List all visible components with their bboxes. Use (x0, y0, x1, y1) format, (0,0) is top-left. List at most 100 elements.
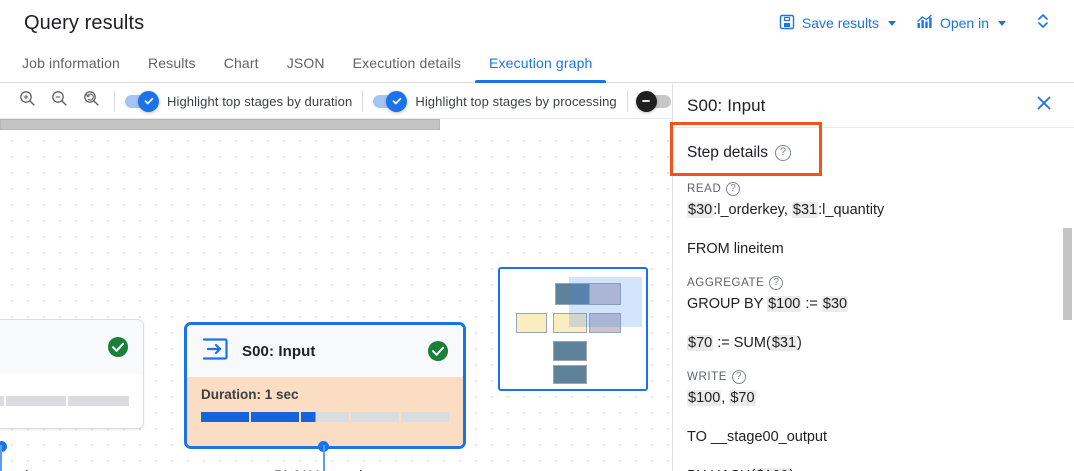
progress-segment (401, 412, 449, 422)
toggle-knob (386, 90, 408, 112)
expand-collapse-button[interactable] (1026, 6, 1060, 40)
section-kind-aggregate: AGGREGATE ? (687, 276, 1058, 291)
variable-chip: $70 (687, 335, 714, 352)
open-in-button[interactable]: Open in (906, 8, 1016, 39)
toggle-switch-duration[interactable] (125, 90, 159, 112)
variable-chip: $100 (755, 468, 790, 471)
zoom-reset-icon (83, 90, 100, 112)
open-in-label: Open in (939, 15, 989, 31)
minimap-node (553, 313, 587, 333)
toggle-highlight-processing[interactable]: Highlight top stages by processing (373, 90, 617, 112)
zoom-controls (0, 88, 104, 114)
toggle-label-processing: Highlight top stages by processing (415, 93, 617, 109)
toolbar-divider (626, 90, 628, 112)
toolbar-divider (362, 90, 364, 112)
step-details-heading: Step details ? (687, 144, 1058, 162)
variable-chip: $100 (687, 390, 722, 407)
edge-label: records (0, 468, 35, 471)
tab-job-information[interactable]: Job information (22, 55, 120, 71)
detail-line: BY HASH($100) (687, 466, 1058, 471)
zoom-in-icon (19, 90, 36, 112)
variable-chip: $30 (687, 202, 714, 218)
step-details-label: Step details (687, 144, 768, 161)
progress-bar (0, 396, 130, 406)
toggle-highlight-duration[interactable]: Highlight top stages by duration (125, 90, 353, 112)
zoom-out-icon (51, 90, 68, 112)
section-kind-write: WRITE ? (687, 370, 1058, 385)
close-button[interactable] (1030, 92, 1058, 120)
edge-line (323, 445, 325, 471)
section-kind-read: READ ? (687, 182, 1058, 196)
tab-chart[interactable]: Chart (223, 55, 259, 71)
horizontal-scrollbar-thumb[interactable] (0, 119, 440, 130)
node-body (0, 374, 143, 428)
node-header (0, 320, 143, 374)
save-icon (779, 14, 795, 33)
graph-node-s00-input[interactable]: S00: Input Duration: 1 sec (184, 322, 466, 449)
toggle-third-option[interactable] (635, 90, 671, 112)
tab-execution-graph[interactable]: Execution graph (475, 55, 607, 83)
node-title: S00: Input (242, 342, 316, 360)
close-icon (1036, 95, 1052, 116)
progress-segment (251, 412, 299, 422)
section-kind-label: WRITE (687, 371, 728, 384)
variable-chip: $31 (770, 335, 798, 352)
variable-chip: $100 (767, 296, 802, 313)
success-check-icon (427, 340, 449, 362)
toggle-knob (635, 90, 657, 112)
edge-label-records: 59.01M records (274, 468, 369, 471)
panel-header: S00: Input (673, 84, 1074, 128)
section-kind-label: READ (687, 183, 722, 195)
horizontal-scrollbar[interactable] (0, 119, 672, 130)
tab-results[interactable]: Results (147, 55, 196, 71)
input-arrow-icon (201, 335, 229, 368)
page-title: Query results (24, 11, 145, 34)
success-check-icon (107, 336, 129, 358)
help-icon[interactable]: ? (775, 145, 791, 161)
toggle-switch-processing[interactable] (373, 90, 408, 112)
progress-segment (0, 396, 4, 406)
minimap-node (589, 283, 621, 305)
panel-body: Step details ? READ ? $30:l_orderkey, $3… (673, 128, 1074, 471)
chevron-down-icon (998, 20, 1006, 26)
toggle-label-duration: Highlight top stages by duration (167, 93, 353, 109)
detail-line: FROM lineitem (687, 241, 784, 258)
progress-segment (5, 396, 67, 406)
tab-execution-details[interactable]: Execution details (352, 55, 462, 71)
minimap-node (553, 341, 587, 361)
tab-bar: Job information Results Chart JSON Execu… (0, 46, 1074, 83)
help-icon[interactable]: ? (769, 276, 784, 291)
toolbar-divider (114, 90, 115, 112)
section-kind-label: AGGREGATE (687, 277, 765, 290)
detail-line: $30:l_orderkey, $31:l_quantity (687, 202, 885, 218)
zoom-reset-button[interactable] (78, 88, 104, 114)
header-actions: Save results Open in (769, 6, 1074, 40)
edge-source-dot (0, 441, 7, 452)
help-icon[interactable]: ? (726, 182, 741, 196)
node-duration-label: Duration: 1 sec (201, 387, 299, 402)
panel-scrollbar-thumb[interactable] (1063, 228, 1072, 320)
graph-minimap[interactable] (498, 267, 648, 391)
detail-line: $70 := SUM($31) (687, 335, 802, 352)
progress-segment (351, 412, 399, 422)
tab-json[interactable]: JSON (286, 55, 325, 71)
step-details-panel: S00: Input Step details ? READ ? $30:l_o… (672, 84, 1074, 471)
graph-node-partial-top[interactable] (0, 319, 144, 429)
save-results-button[interactable]: Save results (769, 8, 906, 39)
chevron-down-icon (887, 20, 896, 26)
node-body: Duration: 1 sec (187, 377, 463, 446)
minimap-node (589, 313, 621, 333)
zoom-out-button[interactable] (46, 88, 72, 114)
toggle-switch-third[interactable] (635, 90, 671, 112)
progress-bar (201, 412, 449, 422)
help-icon[interactable]: ? (732, 370, 747, 385)
minimap-node (516, 313, 547, 333)
zoom-in-button[interactable] (14, 88, 40, 114)
detail-line: TO __stage00_output (687, 429, 828, 446)
variable-chip: $31 (791, 202, 819, 218)
detail-line: GROUP BY $100 := $30 (687, 296, 849, 313)
variable-chip: $30 (821, 296, 849, 313)
execution-graph-canvas[interactable]: records S00: Input Duration: 1 sec (0, 119, 672, 471)
minimap-viewport[interactable] (569, 277, 642, 327)
